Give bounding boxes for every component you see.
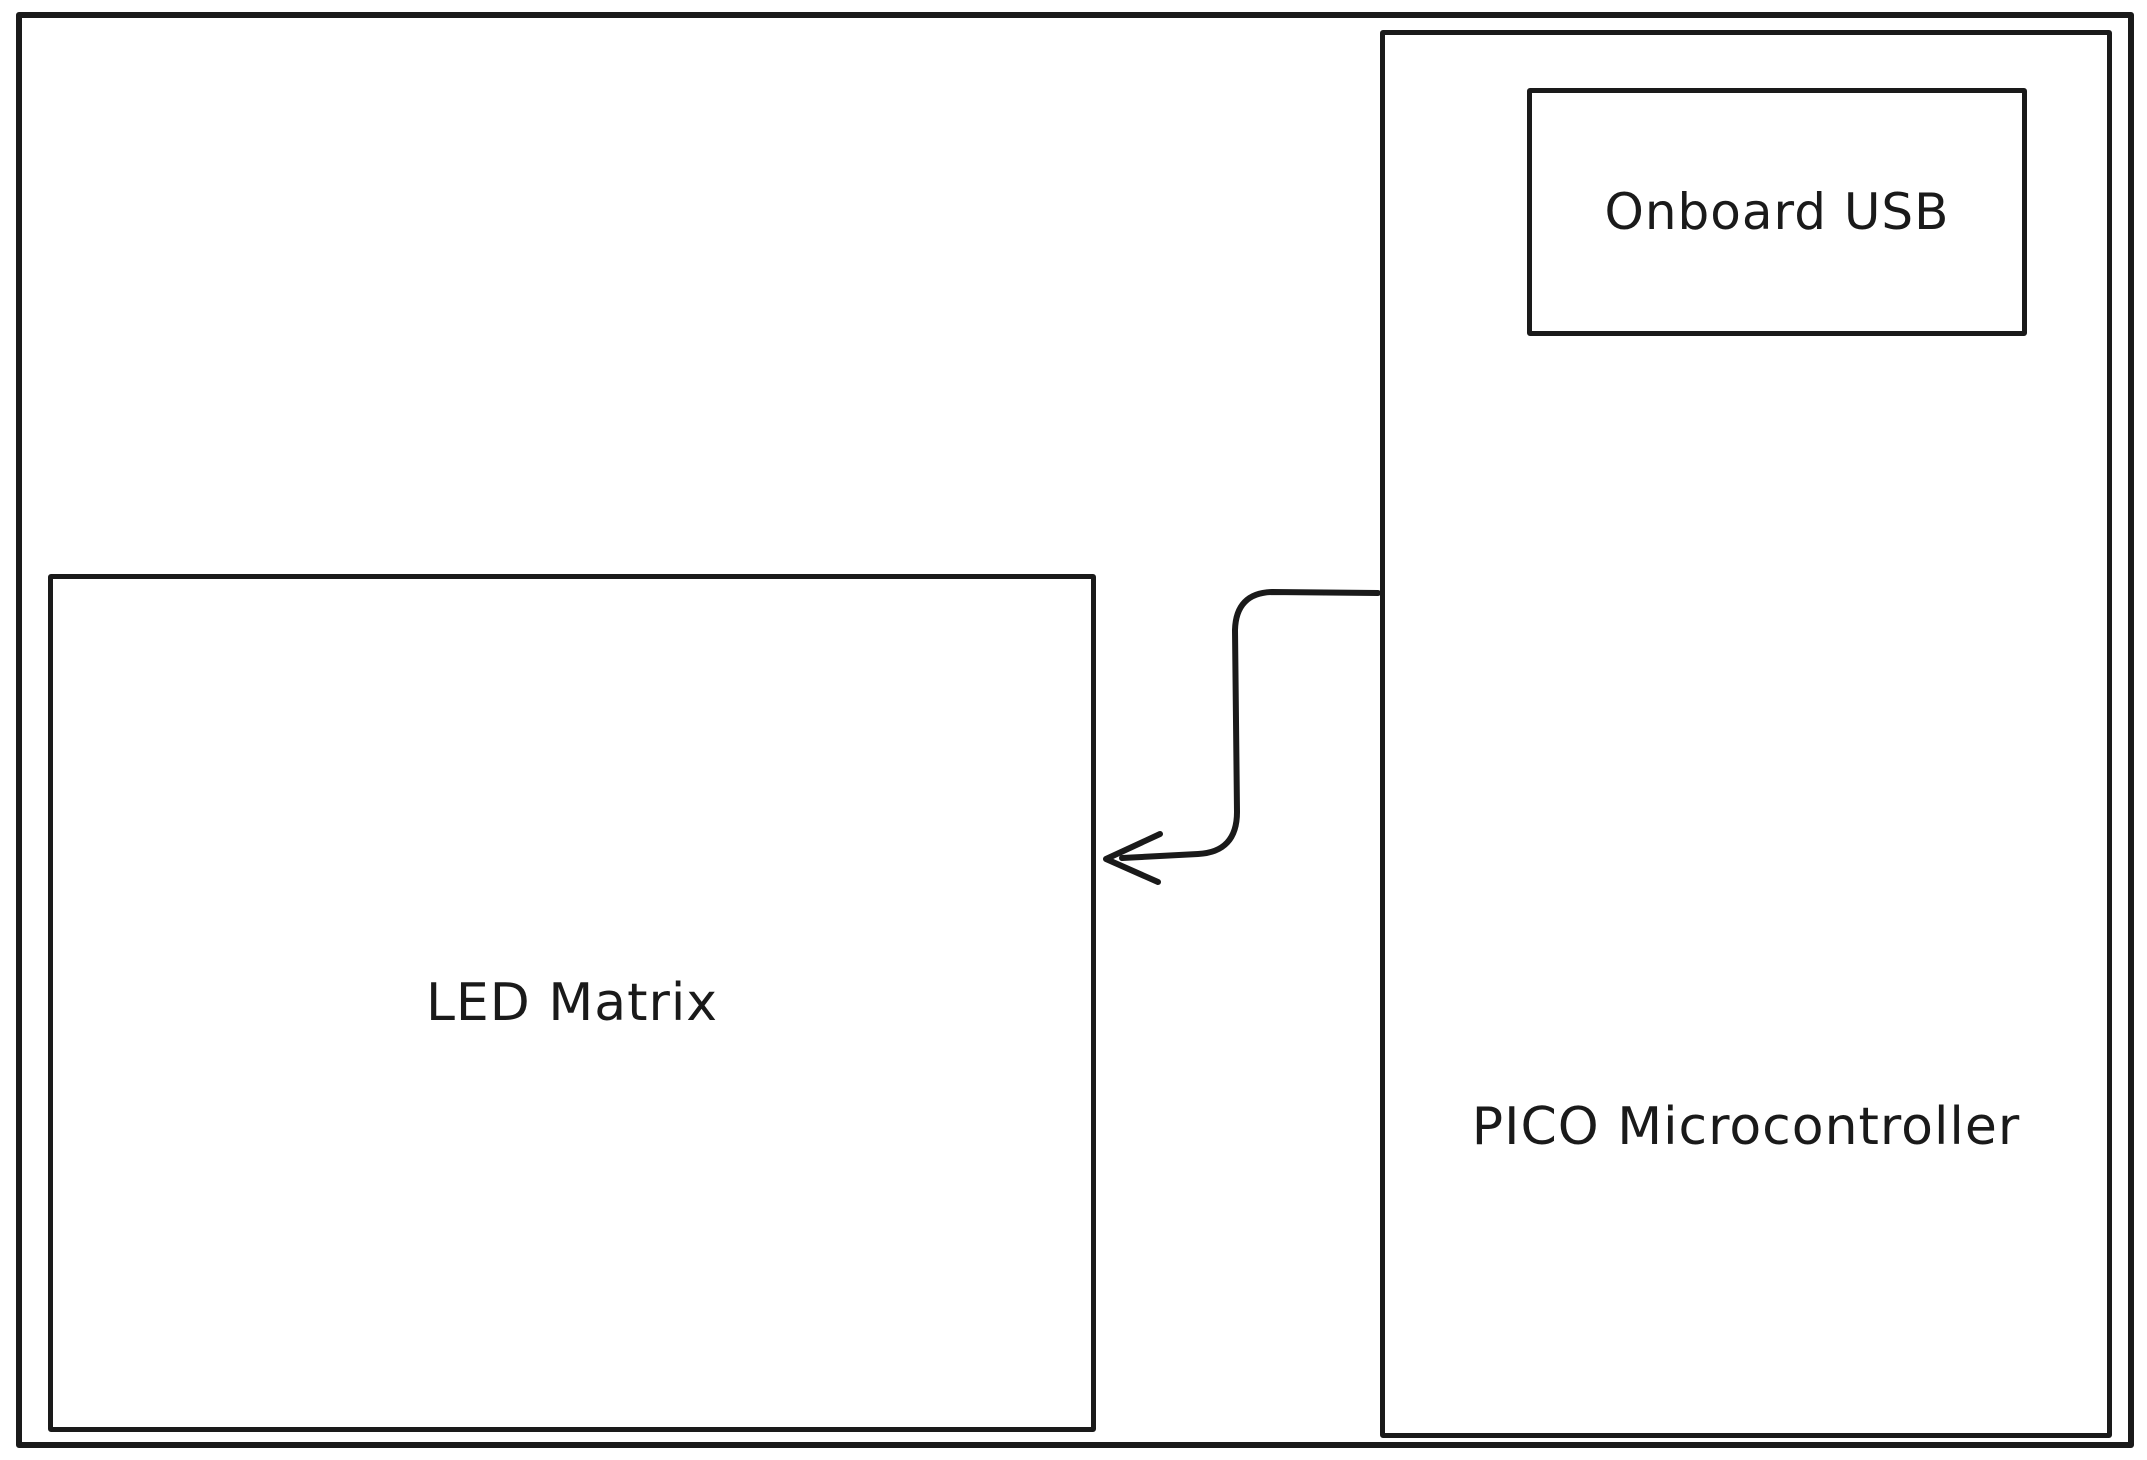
outer-frame-rectangle bbox=[16, 12, 2134, 1448]
led-matrix-node: LED Matrix bbox=[48, 574, 1096, 1432]
pico-microcontroller-label: PICO Microcontroller bbox=[1471, 1097, 2021, 1157]
onboard-usb-label: Onboard USB bbox=[1604, 183, 1950, 241]
led-matrix-label: LED Matrix bbox=[425, 973, 719, 1033]
onboard-usb-node: Onboard USB bbox=[1527, 88, 2027, 336]
